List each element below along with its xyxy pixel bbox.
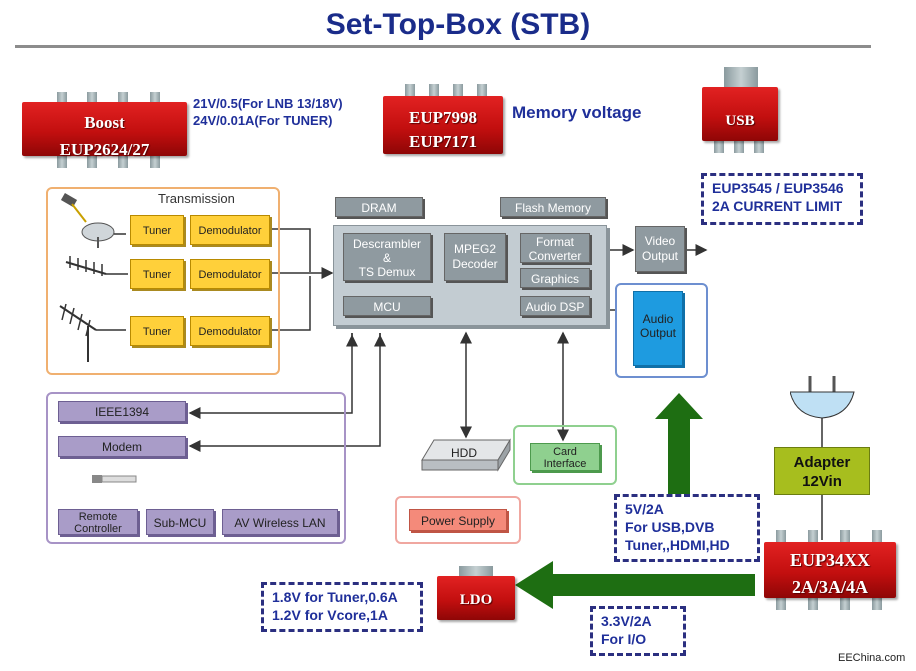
boost-chip-part: EUP2624/27 (59, 140, 150, 159)
ldo-chip-label: LDO (459, 592, 493, 608)
yagi-antenna-icon (59, 303, 126, 362)
card-interface-frame (513, 425, 617, 485)
transmission-group: Transmission (46, 187, 280, 375)
demodulator-2: Demodulator (190, 259, 270, 289)
eup34xx-chip: EUP34XX 2A/3A/4A (764, 530, 896, 610)
usb-stick-icon (92, 475, 137, 483)
modem-block: Modem (58, 436, 186, 457)
eup7998-chip: EUP7998 EUP7171 (383, 84, 503, 160)
green-left-arrow-icon (515, 561, 755, 609)
green-up-arrow-icon (655, 393, 703, 499)
memory-voltage-note: Memory voltage (512, 103, 642, 122)
watermark-text: EEChina.com (838, 652, 906, 664)
mcu-block: MCU (343, 296, 431, 316)
flash-memory-block: Flash Memory (500, 197, 606, 217)
dram-block: DRAM (335, 197, 423, 217)
boost-chip: Boost EUP2624/27 (22, 90, 187, 170)
audio-output-block: Audio Output (633, 291, 683, 366)
remote-controller-block: Remote Controller (58, 509, 138, 535)
boost-spec: 21V/0.5(For LNB 13/18V) 24V/0.01A(For TU… (193, 96, 343, 128)
tuner-2: Tuner (130, 259, 184, 289)
tuner-3: Tuner (130, 316, 184, 346)
hdd-icon (421, 438, 511, 472)
5v-output-box: 5V/2A For USB,DVB Tuner,,HDMI,HD (614, 494, 760, 562)
format-converter-block: Format Converter (520, 233, 590, 263)
boost-chip-name: Boost (84, 113, 125, 132)
power-plug-icon (790, 376, 855, 419)
ldo-spec-box: 1.8V for Tuner,0.6A 1.2V for Vcore,1A (261, 582, 423, 632)
ldo-chip: LDO (437, 566, 515, 622)
ieee1394-block: IEEE1394 (58, 401, 186, 422)
page-title: Set-Top-Box (STB) (325, 8, 591, 41)
graphics-block: Graphics (520, 268, 590, 288)
power-supply-block: Power Supply (409, 509, 507, 531)
usb-spec-box: EUP3545 / EUP3546 2A CURRENT LIMIT (701, 173, 863, 225)
audio-dsp-block: Audio DSP (520, 296, 590, 316)
av-wireless-lan-block: AV Wireless LAN (222, 509, 338, 535)
demodulator-1: Demodulator (190, 215, 270, 245)
transmission-label: Transmission (158, 191, 235, 206)
eup7171-name: EUP7171 (409, 132, 477, 151)
demodulator-3: Demodulator (190, 316, 270, 346)
hdd-label: HDD (451, 446, 477, 460)
tuner-1: Tuner (130, 215, 184, 245)
title-divider (15, 45, 871, 48)
usb-chip-label: USB (725, 113, 755, 129)
io-spec-box: 3.3V/2A For I/O (590, 606, 686, 656)
satellite-dish-icon (60, 193, 126, 248)
peripherals-group (46, 392, 346, 544)
power-supply-frame (395, 496, 521, 544)
eup7998-name: EUP7998 (409, 108, 477, 127)
tv-antenna-icon (65, 256, 128, 276)
descrambler-block: Descrambler & TS Demux (343, 233, 431, 281)
card-interface-block: Card Interface (530, 443, 600, 471)
eup34xx-current: 2A/3A/4A (792, 577, 868, 597)
usb-chip: USB (702, 67, 778, 157)
mpeg2-decoder-block: MPEG2 Decoder (444, 233, 506, 281)
adapter-block: Adapter 12Vin (774, 447, 870, 495)
sub-mcu-block: Sub-MCU (146, 509, 214, 535)
eup34xx-name: EUP34XX (790, 550, 870, 570)
video-output-block: Video Output (635, 226, 685, 272)
